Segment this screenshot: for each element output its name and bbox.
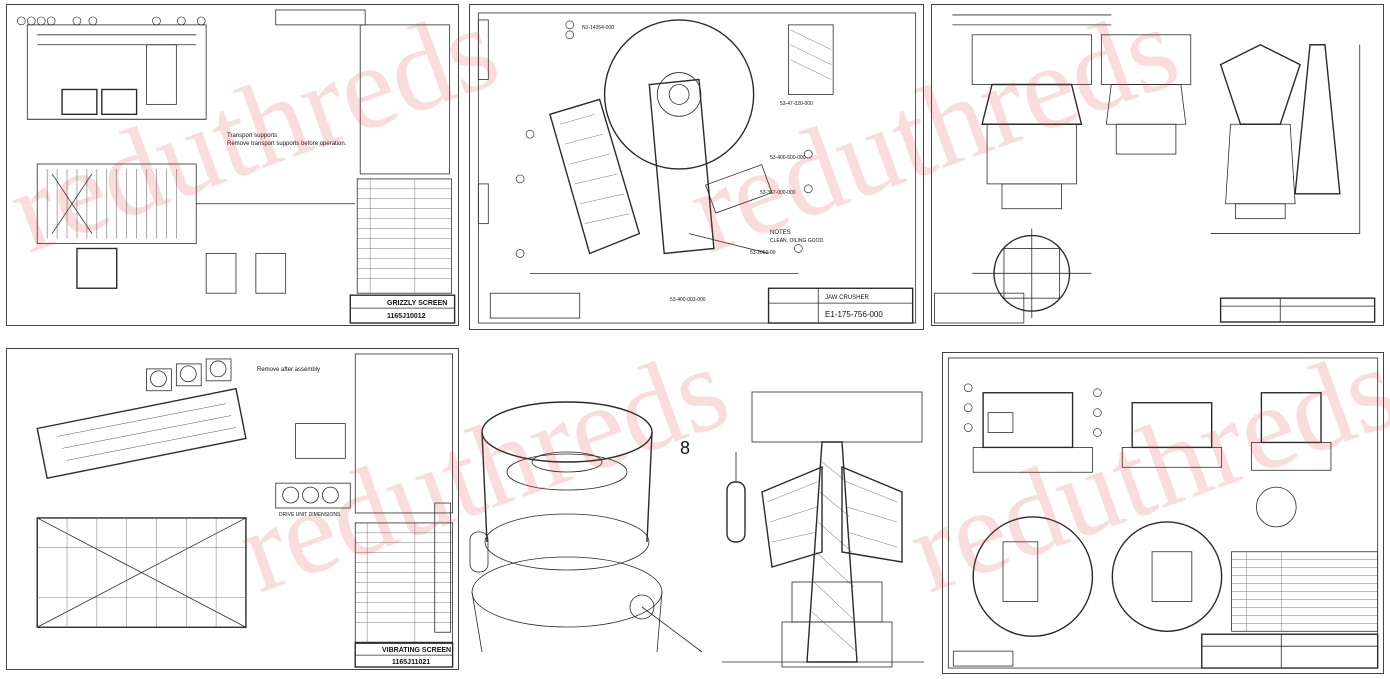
grizzly-screen-drawing	[16, 9, 456, 324]
title-block-title: JAW CRUSHER	[825, 295, 869, 301]
assembly-drawing	[947, 357, 1379, 669]
drawing-panel-vibrating-screen: Remove after assembly DRIVE UNIT DIMENSI…	[6, 348, 459, 670]
title-block-number: E1-175-756-000	[825, 310, 883, 319]
drawing-panel-assembly	[942, 352, 1384, 674]
notes-text: CLEAN, OILING GOOD.	[770, 238, 825, 244]
part-number-4: 53-367-000-000	[760, 190, 796, 196]
part-number-5: 53-2060-00	[750, 250, 776, 256]
notes-heading: NOTES	[770, 230, 791, 236]
drawing-panel-grizzly-screen: Transport supports Remove transport supp…	[6, 4, 459, 326]
part-number-3: 53-400-500-000	[770, 155, 806, 161]
cone-dimensions-drawing	[933, 14, 1376, 324]
note-transport-supports: Transport supports	[227, 133, 278, 139]
title-block-number: 1165J10012	[387, 313, 426, 320]
title-block-title: GRIZZLY SCREEN	[387, 300, 448, 307]
cone-section-drawing	[469, 391, 924, 668]
title-block-number: 1165J11021	[392, 659, 431, 666]
part-number-2: 53-47-020-000	[780, 101, 813, 107]
part-number-1: N1-14354-000	[582, 25, 614, 31]
note-remove-after-assembly: Remove after assembly	[257, 367, 321, 373]
drawing-panel-jaw-crusher: NOTES CLEAN, OILING GOOD. JAW CRUSHER E1…	[469, 4, 924, 330]
title-block-title: VIBRATING SCREEN	[382, 647, 452, 654]
callout-label: 8	[680, 438, 691, 458]
note-remove-supports: Remove transport supports before operati…	[227, 141, 347, 147]
note-drive-unit: DRIVE UNIT DIMENSIONS	[279, 512, 341, 518]
drawing-panel-cone-section: 8	[462, 352, 924, 674]
part-number-6: 53-400-003-000	[670, 297, 706, 303]
jaw-crusher-drawing	[477, 12, 917, 324]
balloon-row	[16, 16, 206, 26]
vibrating-screen-drawing	[36, 353, 454, 668]
drawing-panel-cone-dimensions	[931, 4, 1384, 326]
